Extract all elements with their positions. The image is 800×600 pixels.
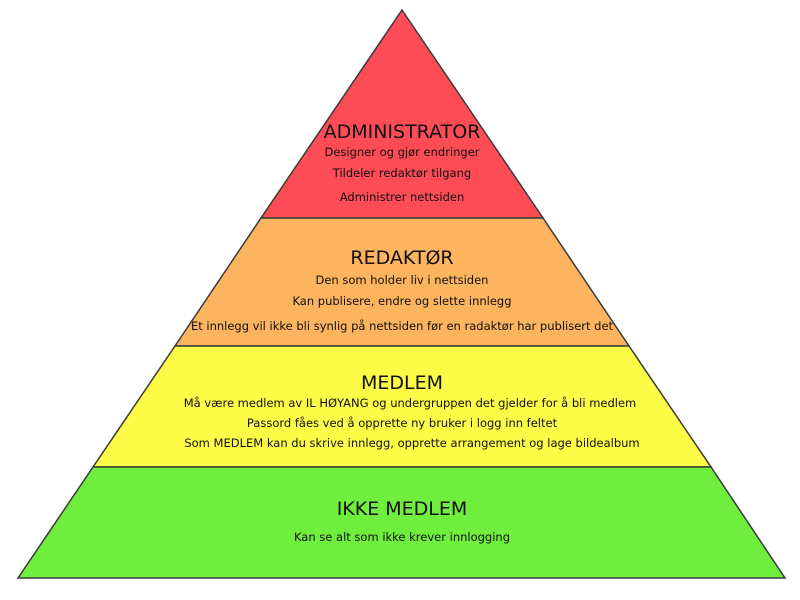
redaktor-line: Kan publisere, endre og slette innlegg [292,294,511,308]
level-ikke-medlem [16,466,787,579]
medlem-line: Som MEDLEM kan du skrive innlegg, oppret… [184,436,639,450]
redaktor-line: Et innlegg vil ikke bli synlig på nettsi… [191,319,614,333]
administrator-line: Tildeler redaktør tilgang [332,166,471,180]
redaktor-title: REDAKTØR [350,247,453,269]
ikke-medlem-line: Kan se alt som ikke krever innlogging [294,530,510,544]
medlem-title: MEDLEM [361,372,443,394]
administrator-line: Designer og gjør endringer [324,145,479,159]
ikke-medlem-title: IKKE MEDLEM [337,498,468,520]
level-administrator [259,8,545,219]
redaktor-line: Den som holder liv i nettsiden [316,273,489,287]
medlem-line: Må være medlem av IL HØYANG og undergrup… [184,396,637,410]
administrator-title: ADMINISTRATOR [324,121,481,143]
medlem-line: Passord fåes ved å opprette ny bruker i … [247,416,558,430]
administrator-line: Administrer nettsiden [340,190,465,204]
